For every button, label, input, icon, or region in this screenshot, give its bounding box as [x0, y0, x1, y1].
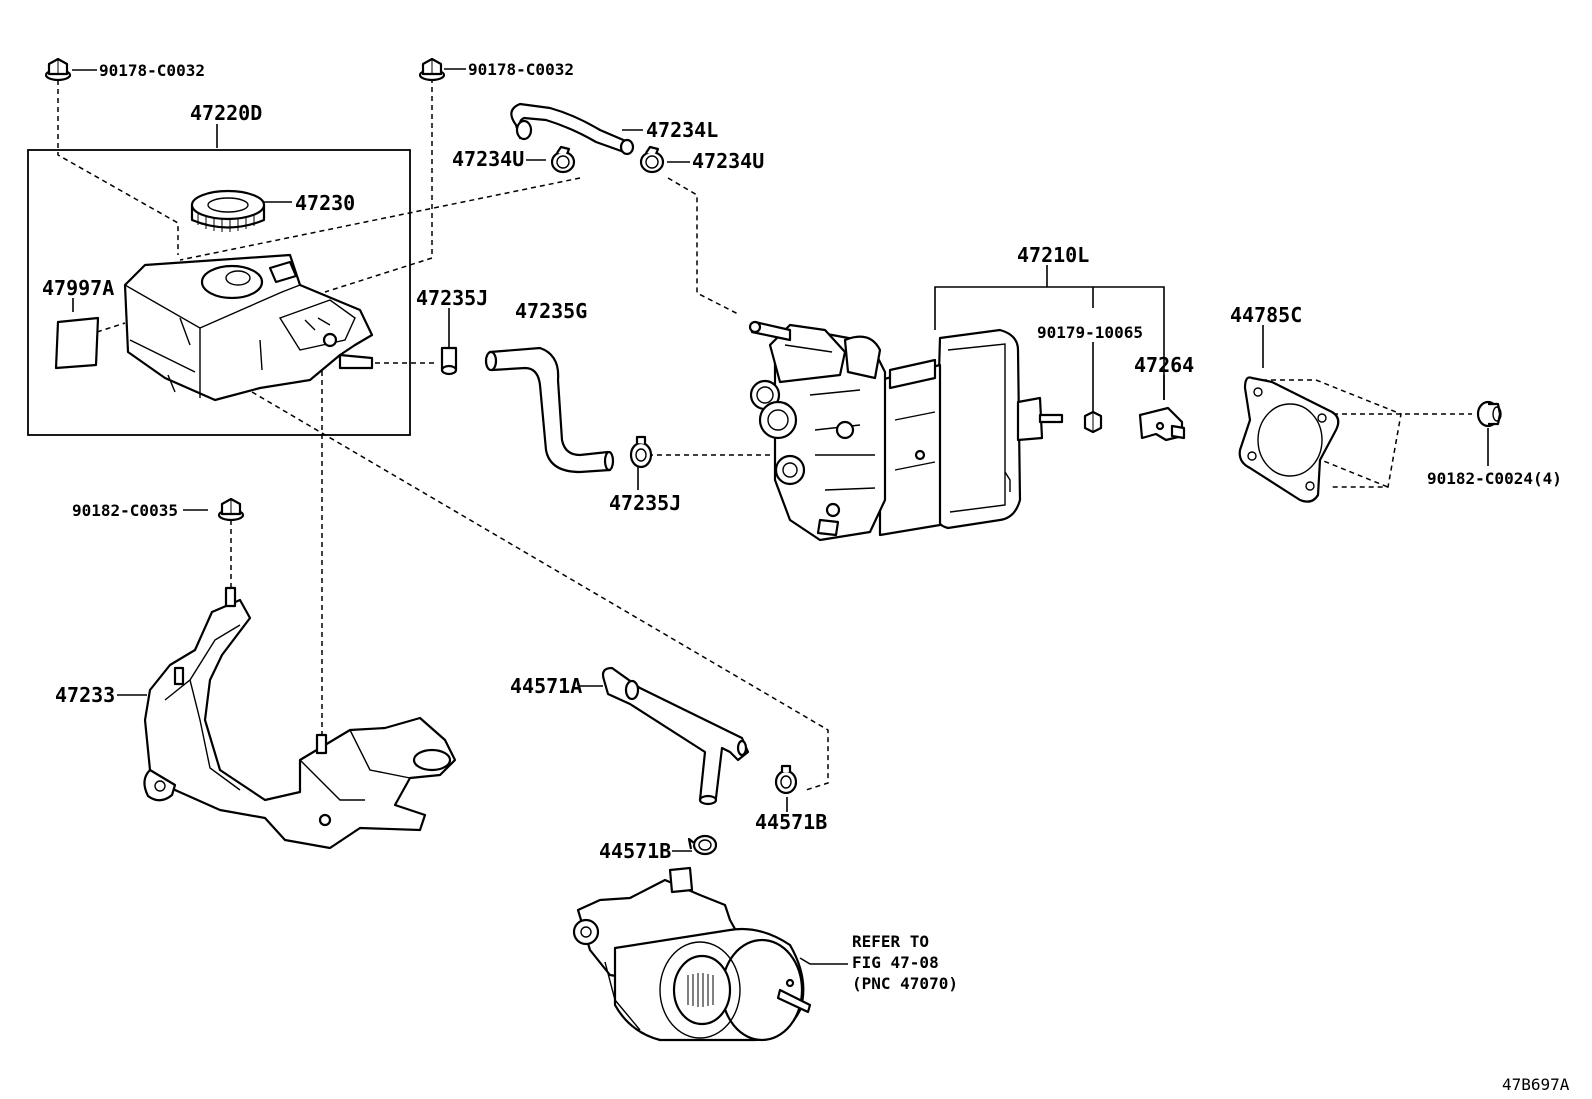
label-gasket: 44785C	[1230, 303, 1302, 327]
hose-clamp-icon	[550, 145, 576, 174]
flange-bolt-icon	[44, 57, 72, 82]
label-cap: 47230	[295, 191, 355, 215]
label-hose-g: 47235G	[515, 299, 587, 323]
flange-nut-icon	[1476, 400, 1502, 428]
nut-icon	[1083, 410, 1103, 434]
label-booster-assy: 47210L	[1017, 243, 1089, 267]
bracket-47264-icon	[1138, 406, 1186, 442]
hose-l-icon	[510, 102, 635, 156]
label-clamp-b-right: 44571B	[755, 810, 827, 834]
hose-a-icon	[601, 666, 750, 806]
hose-clip-icon	[440, 346, 458, 376]
label-bolt-top-left: 90178-C0032	[99, 61, 205, 80]
brake-fluid-reservoir-icon	[123, 253, 374, 402]
label-bracket-47233: 47233	[55, 683, 115, 707]
label-refer-line3: (PNC 47070)	[852, 974, 958, 993]
hose-clip-icon	[629, 435, 653, 469]
reservoir-assembly-box	[27, 149, 411, 436]
label-nut-booster: 90179-10065	[1037, 323, 1143, 342]
hose-clamp-icon	[774, 764, 798, 795]
reservoir-bracket-icon	[143, 586, 457, 850]
flange-bolt-icon	[217, 497, 245, 522]
brake-booster-assembly-icon	[748, 320, 1064, 542]
flange-bolt-icon	[418, 57, 446, 82]
label-sticker-icon	[54, 316, 100, 370]
hose-clamp-icon	[639, 145, 665, 174]
label-bolt-top-mid: 90178-C0032	[468, 60, 574, 79]
figure-id: 47B697A	[1502, 1075, 1570, 1094]
label-hose-l: 47234L	[646, 118, 718, 142]
label-clip-j-top: 47235J	[416, 286, 488, 310]
label-sticker: 47997A	[42, 276, 114, 300]
pump-motor-assembly-icon	[572, 866, 812, 1042]
label-clamp-b-left: 44571B	[599, 839, 671, 863]
hose-g-icon	[484, 346, 615, 474]
hose-clamp-icon	[687, 834, 718, 856]
label-refer-line2: FIG 47-08	[852, 953, 939, 972]
label-bolt-bracket: 90182-C0035	[72, 501, 178, 520]
label-reservoir-assy: 47220D	[190, 101, 262, 125]
label-bracket-47264: 47264	[1134, 353, 1194, 377]
label-clamp-u-right: 47234U	[692, 149, 764, 173]
label-refer-line1: REFER TO	[852, 932, 929, 951]
reservoir-cap-icon	[190, 189, 266, 232]
label-hose-a: 44571A	[510, 674, 582, 698]
leader-lines	[57, 68, 1489, 965]
label-clamp-u-left: 47234U	[452, 147, 524, 171]
label-clip-j-bottom: 47235J	[609, 491, 681, 515]
part-labels: 90178-C0032 90178-C0032 47220D 47230 479…	[42, 60, 1570, 1094]
gasket-icon	[1238, 376, 1340, 503]
label-nut-gasket: 90182-C0024(4)	[1427, 469, 1562, 488]
